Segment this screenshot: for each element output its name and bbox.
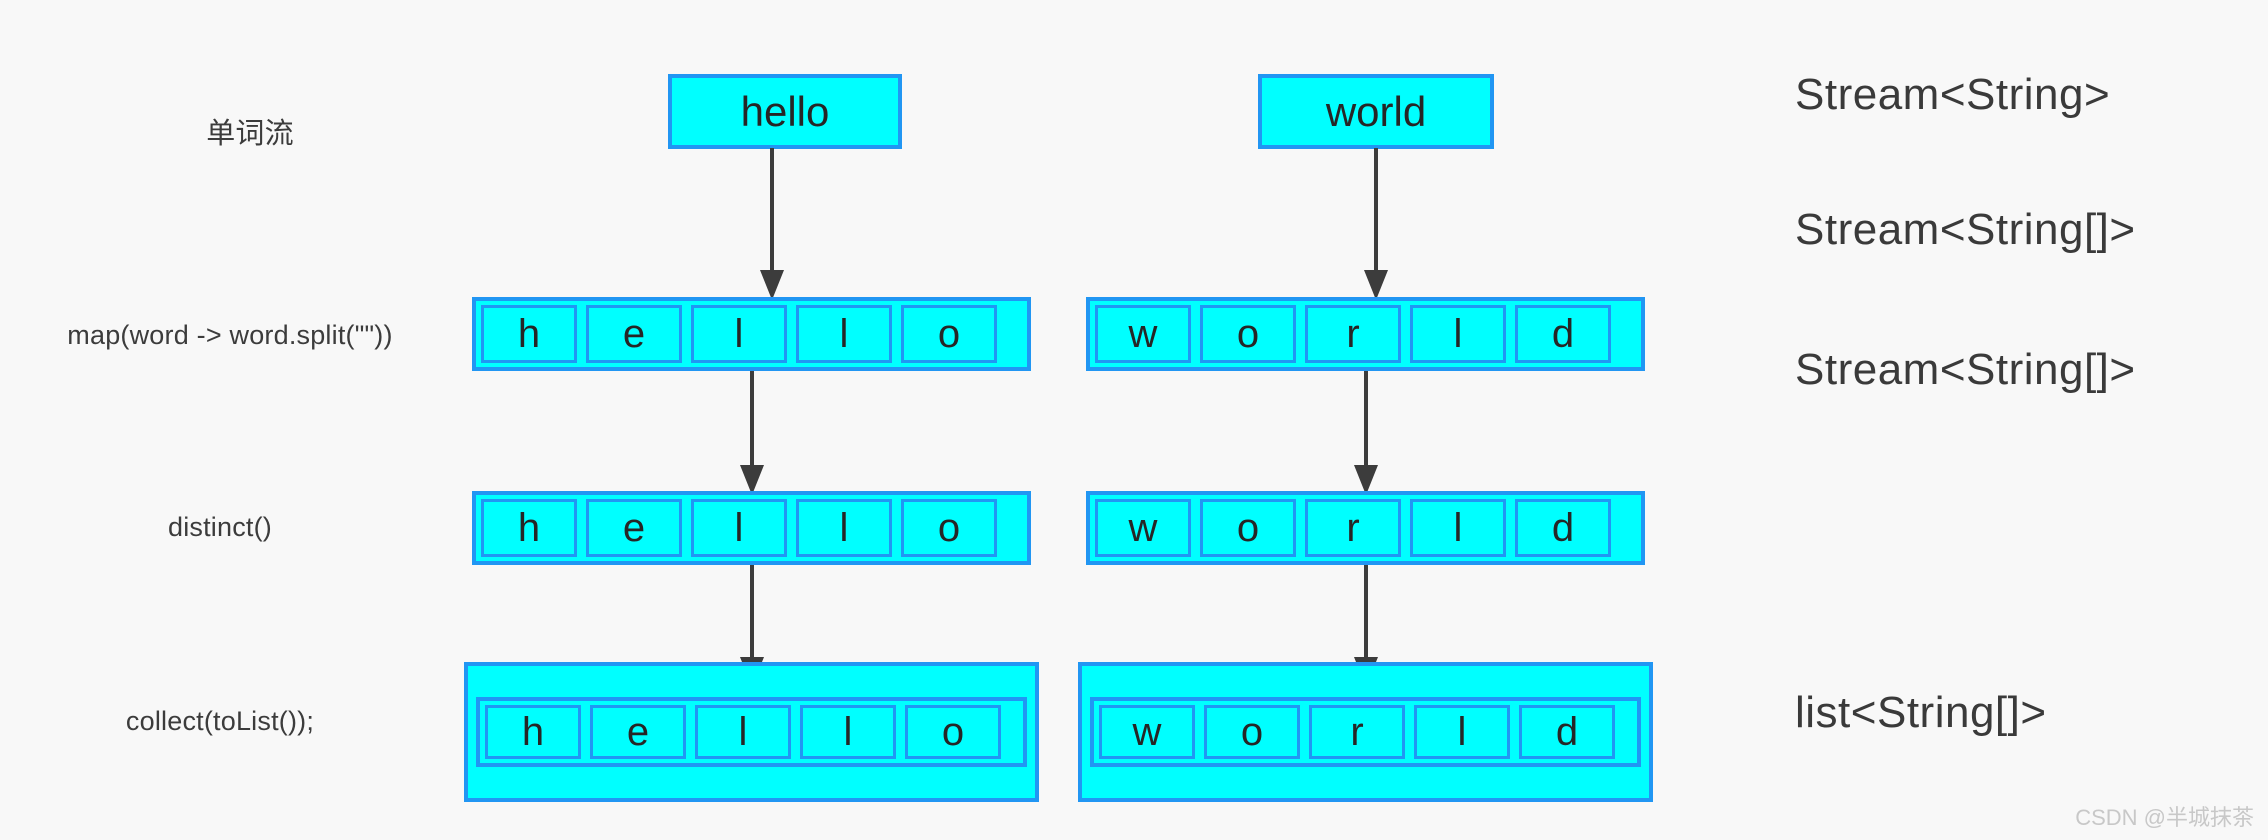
list-box-world: w o r l d bbox=[1078, 662, 1653, 802]
array-box-world-row-3: w o r l d bbox=[1086, 491, 1645, 565]
char-cell: r bbox=[1309, 705, 1405, 759]
char-cell: w bbox=[1095, 499, 1191, 557]
char-cell: e bbox=[586, 305, 682, 363]
array-box-hello-row-4: h e l l o bbox=[476, 697, 1027, 767]
char-cell: e bbox=[586, 499, 682, 557]
char-cell: o bbox=[1200, 305, 1296, 363]
array-box-hello-row-3: h e l l o bbox=[472, 491, 1031, 565]
stage-label-row-4: collect(toList()); bbox=[125, 706, 315, 736]
char-cell: d bbox=[1515, 305, 1611, 363]
char-cell: l bbox=[1410, 305, 1506, 363]
char-cell: o bbox=[1204, 705, 1300, 759]
arrow-hello-2 bbox=[740, 371, 764, 495]
type-label-row-2: Stream<String[]> bbox=[1795, 205, 2136, 254]
char-cell: w bbox=[1095, 305, 1191, 363]
char-cell: r bbox=[1305, 499, 1401, 557]
stage-label-row-1: 单词流 bbox=[206, 118, 294, 150]
char-cell: d bbox=[1515, 499, 1611, 557]
char-cell: l bbox=[691, 305, 787, 363]
arrow-hello-1 bbox=[760, 148, 784, 300]
array-box-world-row-4: w o r l d bbox=[1090, 697, 1641, 767]
csdn-watermark: CSDN @半城抹茶 bbox=[2075, 805, 2254, 830]
char-cell: l bbox=[796, 305, 892, 363]
char-cell: l bbox=[1410, 499, 1506, 557]
type-label-row-1: Stream<String> bbox=[1795, 70, 2111, 119]
word-box-hello: hello bbox=[668, 74, 902, 149]
char-cell: l bbox=[796, 499, 892, 557]
array-box-hello-row-2: h e l l o bbox=[472, 297, 1031, 371]
char-cell: h bbox=[481, 499, 577, 557]
array-box-world-row-2: w o r l d bbox=[1086, 297, 1645, 371]
stage-label-row-2: map(word -> word.split("")) bbox=[67, 320, 393, 350]
arrow-world-2 bbox=[1354, 371, 1378, 495]
char-cell: o bbox=[905, 705, 1001, 759]
stage-label-row-3: distinct() bbox=[167, 512, 272, 542]
char-cell: l bbox=[691, 499, 787, 557]
char-cell: h bbox=[485, 705, 581, 759]
char-cell: l bbox=[800, 705, 896, 759]
char-cell: o bbox=[901, 305, 997, 363]
arrow-world-1 bbox=[1364, 148, 1388, 300]
list-box-hello: h e l l o bbox=[464, 662, 1039, 802]
char-cell: h bbox=[481, 305, 577, 363]
char-cell: r bbox=[1305, 305, 1401, 363]
char-cell: l bbox=[695, 705, 791, 759]
char-cell: l bbox=[1414, 705, 1510, 759]
char-cell: w bbox=[1099, 705, 1195, 759]
type-label-row-3: Stream<String[]> bbox=[1795, 345, 2136, 394]
char-cell: e bbox=[590, 705, 686, 759]
word-box-world: world bbox=[1258, 74, 1494, 149]
char-cell: o bbox=[1200, 499, 1296, 557]
char-cell: d bbox=[1519, 705, 1615, 759]
type-label-row-4: list<String[]> bbox=[1795, 688, 2047, 737]
char-cell: o bbox=[901, 499, 997, 557]
